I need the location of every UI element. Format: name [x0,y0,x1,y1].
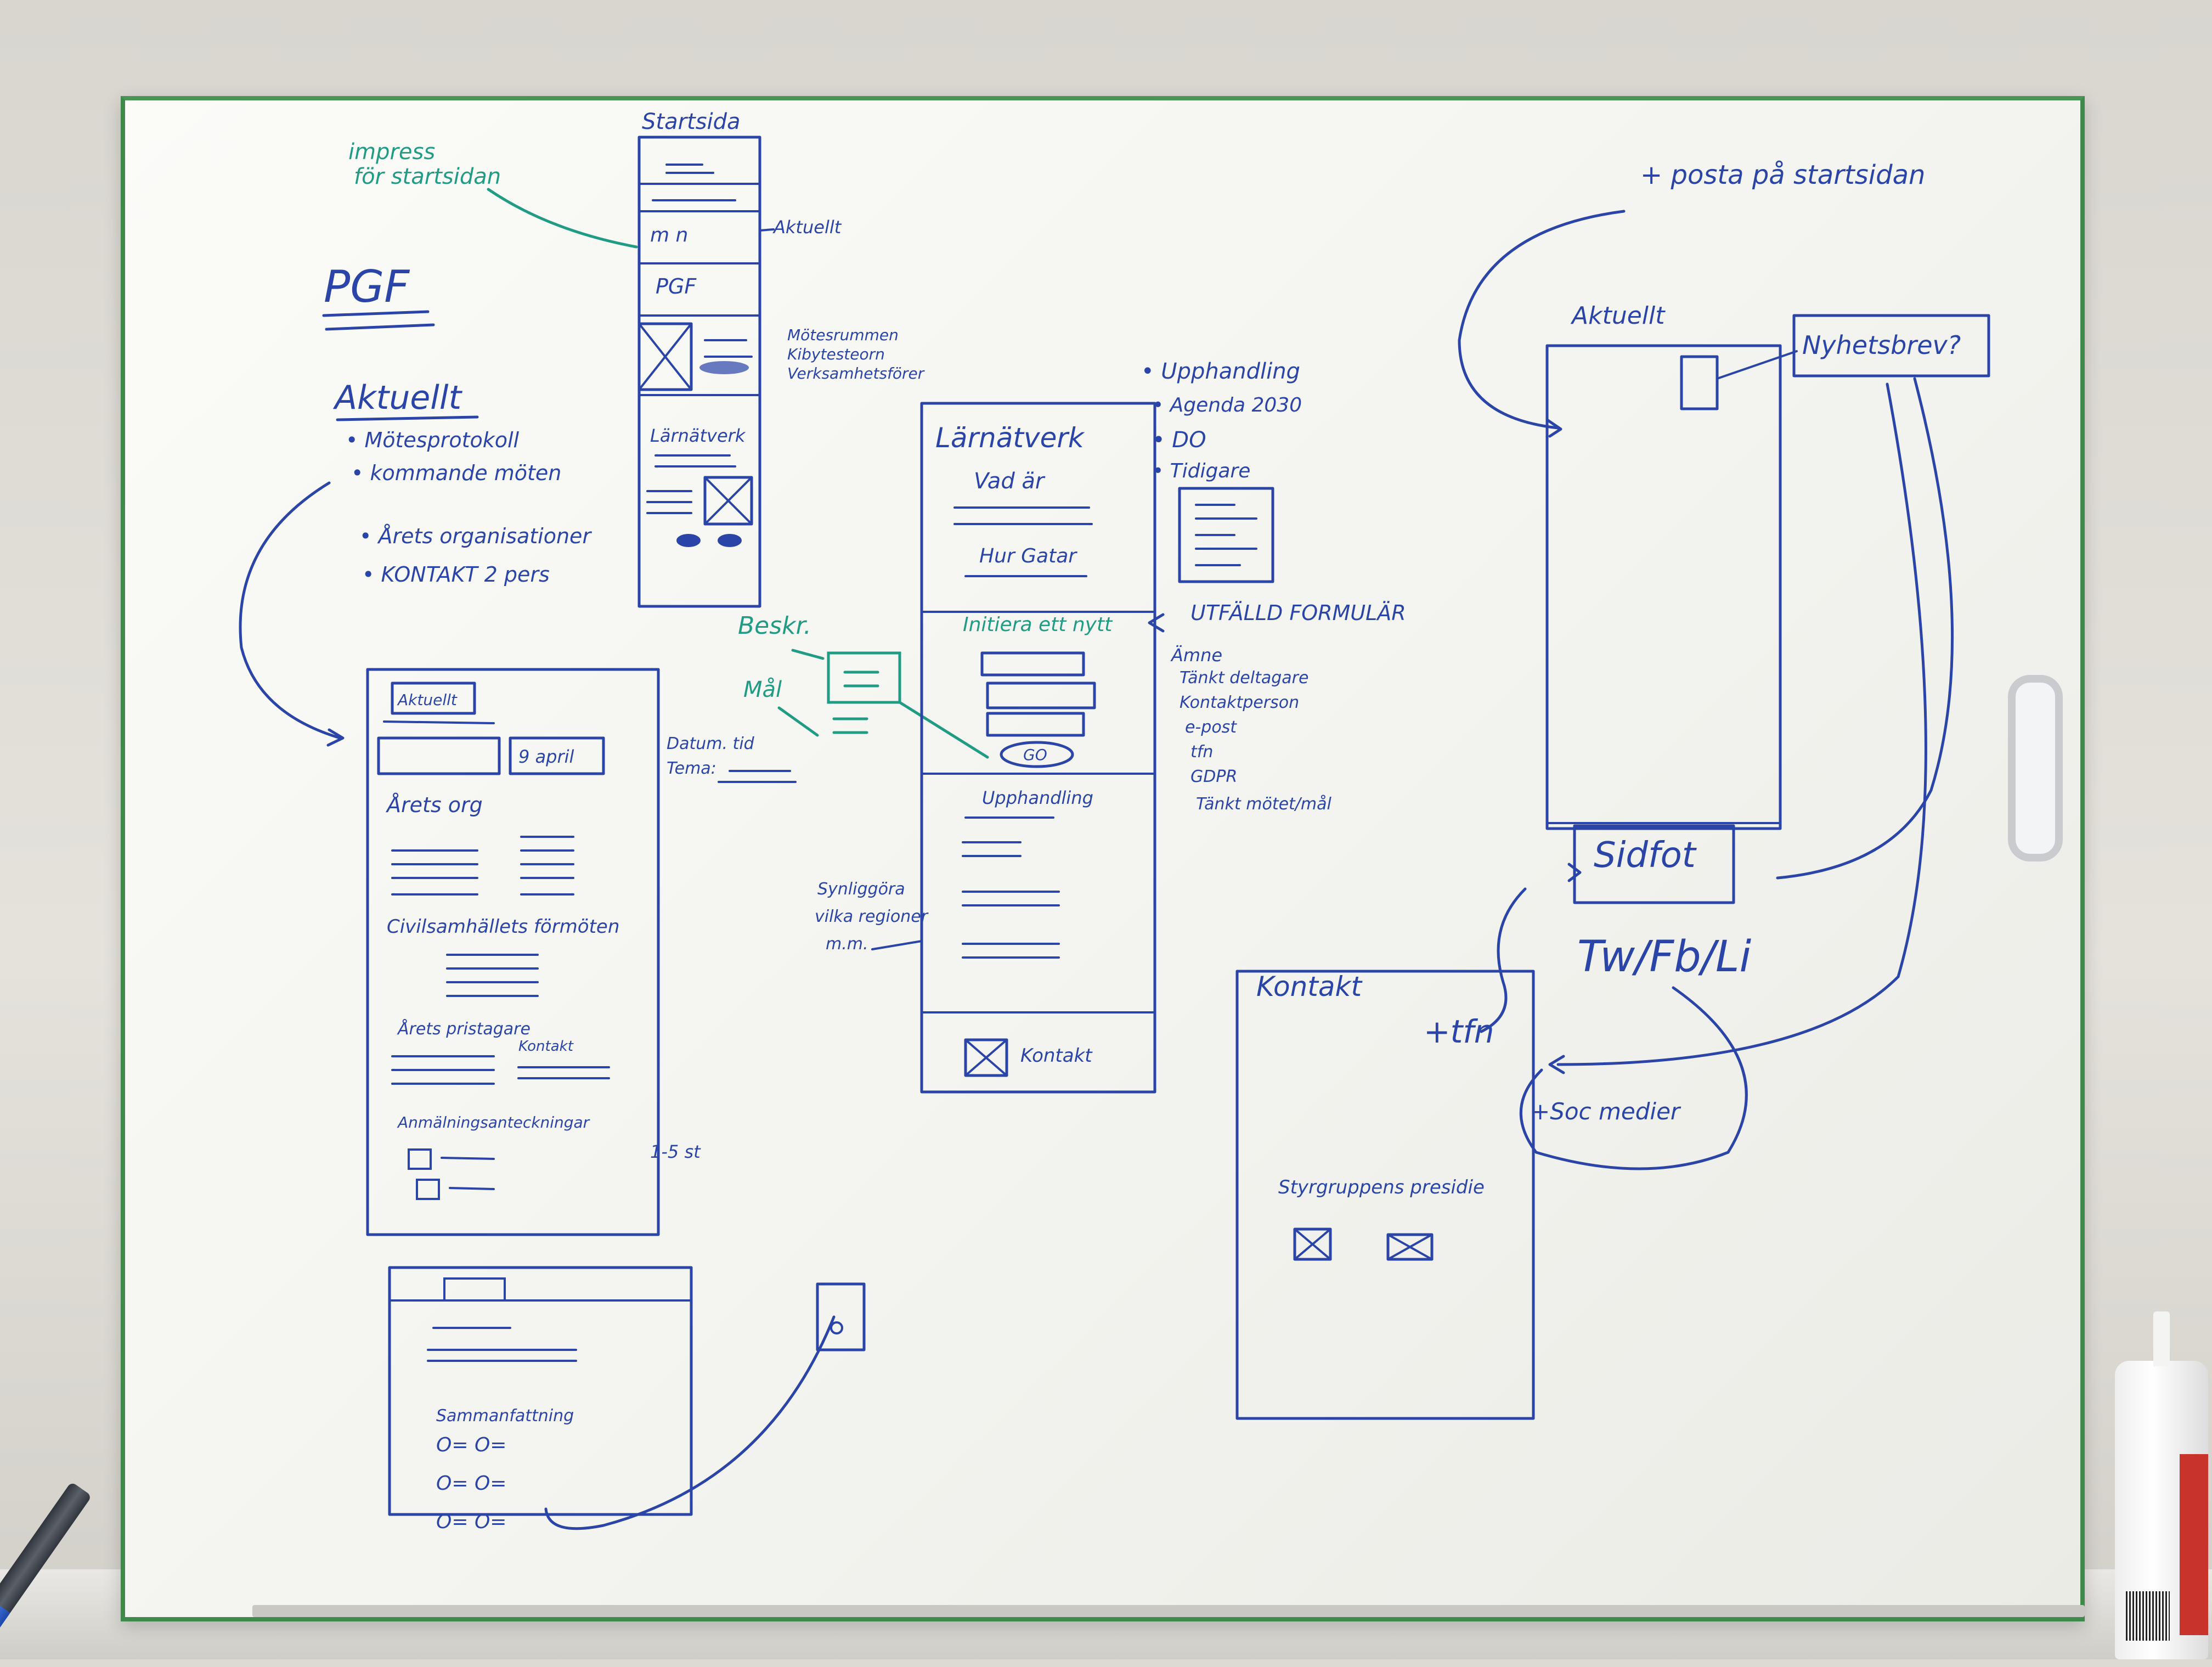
aktuellt-right-top-note: + posta på startsidan [1640,160,1925,190]
aktuellt-right-sidfot: Sidfot [1594,835,1697,876]
svg-text:O= O=: O= O= [436,1434,506,1456]
right-list-item-3: • DO [1152,427,1206,453]
form-field-2: Tänkt deltagare [1180,668,1308,688]
larnatverk-page-sketch: Lärnätverk Vad är Hur Gatar Initiera ett… [815,402,1156,1094]
whiteboard-handle [2008,675,2063,861]
right-list-item-4: • Tidigare [1152,460,1250,482]
impress-note-line2: för startsidan [354,164,501,189]
startsida-note-2: Kibytesteorn [787,345,885,363]
larnatverk-upphandling: Upphandling [982,787,1093,808]
marker-tray [252,1605,2085,1617]
larnatverk-left-note-1: Synliggöra [817,880,905,899]
aktuellt-page-date: 9 april [518,746,574,767]
startsida-larnatverk: Lärnätverk [650,425,746,446]
form-field-1: Ämne [1170,645,1222,666]
aktuellt-item-3: • Årets organisationer [359,524,592,548]
startsida-note-3: Verksamhetsförer [787,364,925,382]
aktuellt-page-tema: Tema: [667,759,716,778]
aktuellt-item-1: • Mötesprotokoll [346,428,520,452]
aktuellt-item-2: • kommande möten [351,461,561,485]
cleaner-bottle [2115,1311,2208,1659]
aktuellt-heading: Aktuellt [332,379,463,417]
aktuellt-page-tab: Aktuellt [397,691,458,709]
larnatverk-left-note-3: m.m. [826,934,868,954]
aktuellt-item-4: • KONTAKT 2 pers [362,562,550,587]
aktuellt-list: Aktuellt • Mötesprotokoll • kommande möt… [332,379,592,587]
startsida-pgf: PGF [656,274,697,299]
board-title: PGF [324,261,410,312]
form-heading: UTFÄLLD FORMULÄR [1190,601,1406,625]
green-note-mal: Mål [743,677,782,702]
form-field-5: tfn [1190,742,1213,762]
form-field-3: Kontaktperson [1180,693,1299,712]
kontakt-heading: Kontakt [1256,971,1363,1003]
right-list: • Upphandling • Agenda 2030 • DO • Tidig… [1141,359,1406,814]
larnatverk-left-note-2: vilka regioner [815,907,929,926]
aktuellt-page-aret-org: Årets org [385,793,483,817]
larnatverk-vad-ar: Vad är [974,469,1046,494]
aktuellt-page-datum: Datum. tid [667,734,755,753]
form-field-4: e-post [1185,718,1237,737]
bottle-nozzle [2153,1311,2170,1366]
startsida-sketch: Startsida m n PGF Lärnätverk [637,109,925,608]
larnatverk-heading: Lärnätverk [935,422,1085,454]
larnatverk-hur-gatar: Hur Gatar [979,545,1077,567]
larnatverk-go[interactable]: GO [1023,746,1047,764]
right-list-item-2: • Agenda 2030 [1152,394,1302,416]
form-field-6: GDPR [1190,767,1237,786]
larnatverk-initiera: Initiera ett nytt [963,613,1113,636]
aktuellt-right-nyhetsbrev: Nyhetsbrev? [1802,330,1961,360]
aktuellt-page-anmalningar: Anmälningsanteckningar [397,1113,590,1131]
kontakt-styrgrupp: Styrgruppens presidie [1278,1176,1485,1198]
aktuellt-right-soc-medier: +Soc medier [1531,1098,1681,1125]
svg-text:m n: m n [650,224,688,246]
svg-text:O= O=: O= O= [436,1472,506,1495]
kontakt-tfn: +tfn [1424,1013,1494,1050]
impress-note-line1: impress [348,139,435,165]
aktuellt-right-heading: Aktuellt [1570,302,1666,330]
bottom-sketch: Sammanfattning O= O= O= O= O= O= [388,1266,866,1533]
green-note-beskr: Beskr. [738,612,811,640]
startsida-note-1: Mötesrummen [787,326,899,344]
aktuellt-page-kontakt: Kontakt [518,1038,574,1055]
startsida-heading: Startsida [642,109,741,134]
bottle-label [2180,1454,2208,1635]
aktuellt-page-count: 1-5 st [650,1141,701,1162]
right-list-item-1: • Upphandling [1141,359,1300,384]
whiteboard [121,96,2085,1621]
aktuellt-right-sketch: + posta på startsidan Aktuellt Nyhetsbre… [1458,160,1990,1170]
bottom-sketch-label: Sammanfattning [436,1406,574,1426]
startsida-callout-aktuellt: Aktuellt [772,217,842,238]
svg-text:O= O=: O= O= [436,1511,506,1533]
larnatverk-kontakt: Kontakt [1020,1045,1093,1067]
aktuellt-page-pristagare: Årets pristagare [397,1019,531,1039]
aktuellt-page-civilsamhallet: Civilsamhällets förmöten [387,916,619,938]
barcode [2126,1591,2170,1641]
kontakt-page-sketch: Kontakt +tfn Styrgruppens presidie [1235,970,1535,1420]
aktuellt-right-social: Tw/Fb/Li [1577,932,1751,982]
aktuellt-page-sketch: Aktuellt 9 april Årets org Civilsamhälle… [366,668,797,1236]
form-field-7: Tänkt mötet/mål [1196,795,1332,814]
